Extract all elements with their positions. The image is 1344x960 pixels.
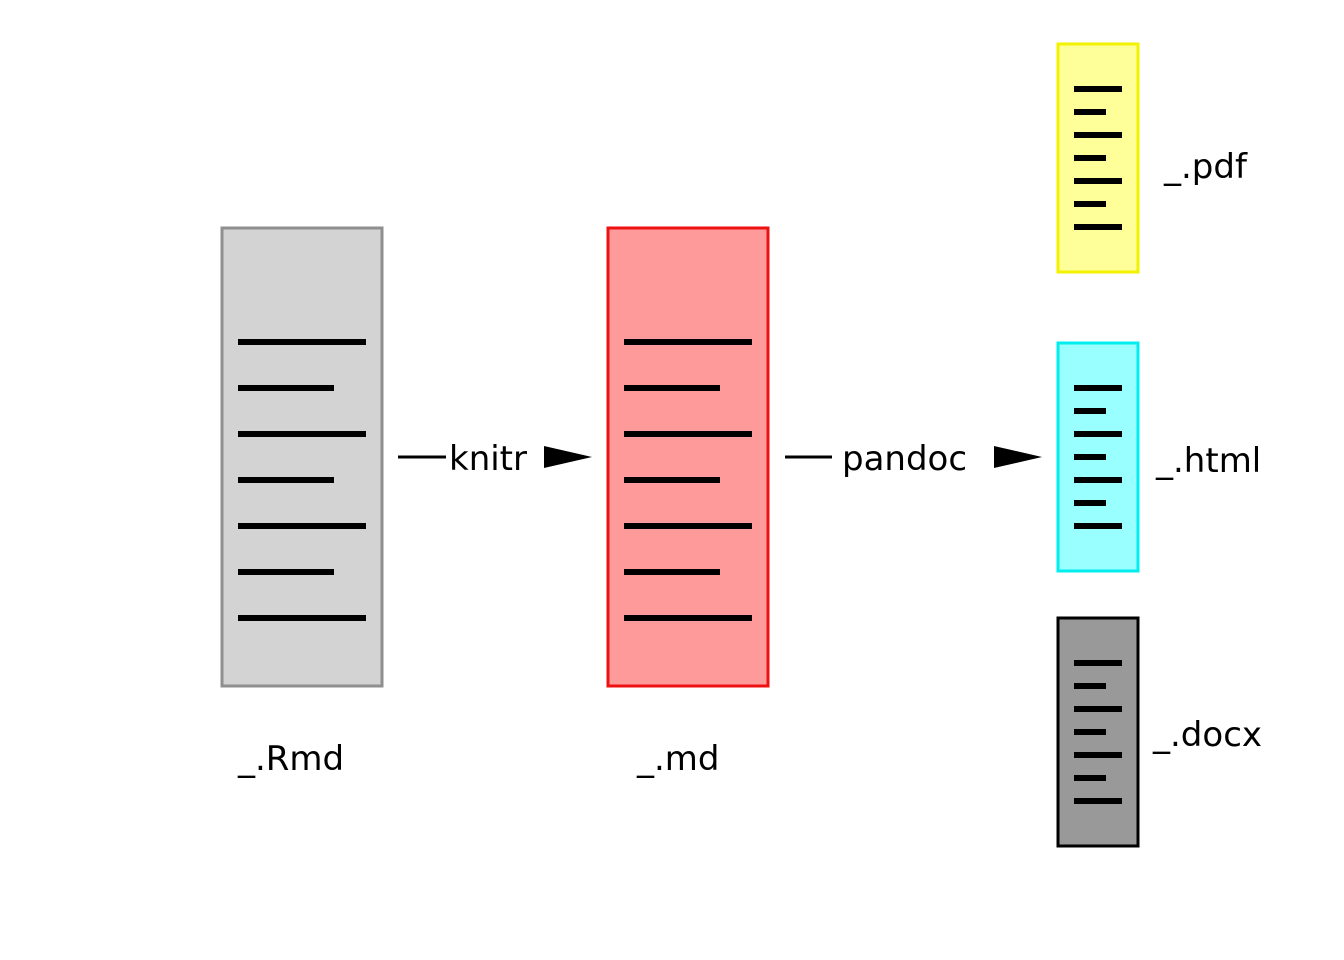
html-document (1056, 341, 1140, 573)
docx-text-lines (1074, 660, 1122, 804)
md-text-lines (624, 339, 752, 621)
rmd-document (220, 226, 384, 688)
rmd-text-lines (238, 339, 366, 621)
docx-document (1056, 616, 1140, 848)
rmd-label: _.Rmd (237, 739, 344, 779)
pdf-text-lines (1074, 86, 1122, 230)
pdf-document (1056, 42, 1140, 274)
pandoc-label: pandoc (842, 439, 967, 479)
html-label: _.html (1155, 441, 1261, 481)
knitr-arrow-head (544, 446, 592, 468)
pandoc-arrow (785, 446, 1042, 468)
pdf-label: _.pdf (1163, 147, 1248, 187)
md-label: _.md (636, 739, 720, 779)
pandoc-arrow-head (994, 446, 1042, 468)
knitr-label: knitr (449, 439, 527, 479)
docx-label: _.docx (1152, 715, 1262, 755)
md-document (606, 226, 770, 688)
md-document-box (606, 226, 770, 688)
knitr-arrow (398, 446, 592, 468)
html-text-lines (1074, 385, 1122, 529)
rmd-document-box (220, 226, 384, 688)
